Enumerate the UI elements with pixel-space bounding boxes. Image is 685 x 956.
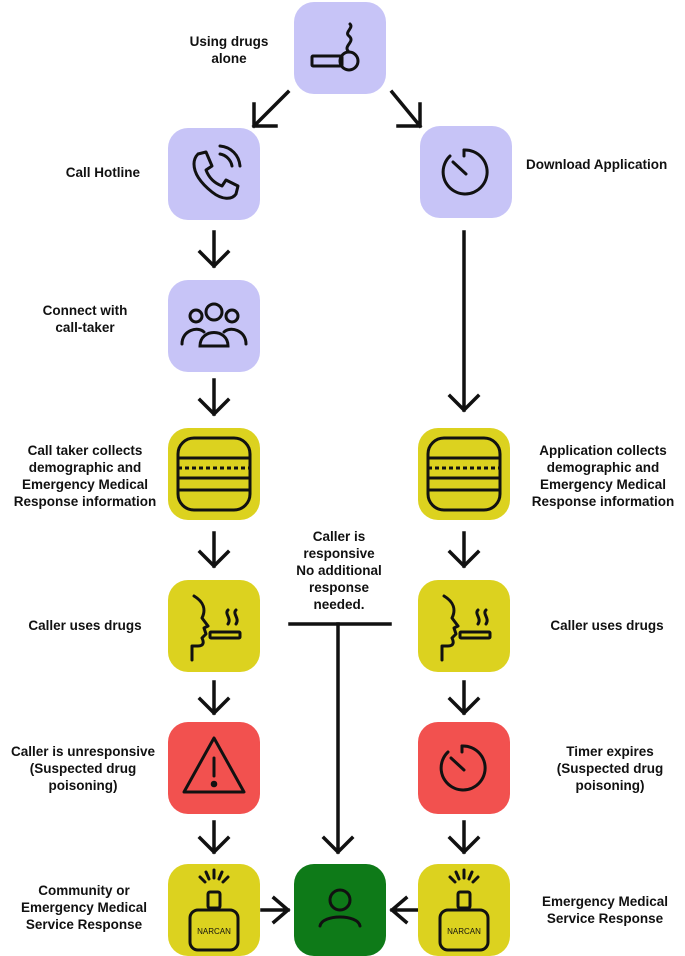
arrow-start-to-app — [389, 89, 423, 129]
label-download-app: Download Application — [526, 157, 668, 172]
label-collect-right: Application collects demographic and Eme… — [531, 443, 675, 509]
node-response-left: NARCAN — [168, 864, 260, 956]
label-timer-expires: Timer expires (Suspected drug poisoning) — [556, 744, 664, 793]
smoking-pipe-icon — [310, 22, 360, 72]
narcan-spray-icon — [188, 868, 240, 952]
label-response-left: Community or Emergency Medical Service R… — [20, 883, 148, 932]
form-icon — [426, 436, 502, 512]
arrow-calltaker-to-collect — [197, 378, 231, 417]
node-timer-expires — [418, 722, 510, 814]
arrow-left-response-to-outcome — [260, 895, 291, 925]
narcan-spray-icon — [438, 868, 490, 952]
arrow-collect-to-uses-left — [197, 531, 231, 569]
node-outcome — [294, 864, 386, 956]
arrow-right-response-to-outcome — [389, 895, 420, 925]
node-uses-left — [168, 580, 260, 672]
label-uses-right: Caller uses drugs — [550, 618, 664, 633]
node-download-app — [420, 126, 512, 218]
node-collect-left — [168, 428, 260, 520]
node-call-hotline — [168, 128, 260, 220]
label-responsive-note: Caller is responsive No additional respo… — [296, 529, 382, 612]
group-icon — [180, 302, 248, 348]
narcan-label: NARCAN — [447, 927, 481, 936]
label-start: Using drugs alone — [189, 34, 269, 66]
label-unresponsive: Caller is unresponsive (Suspected drug p… — [10, 744, 156, 793]
smoking-person-icon — [190, 594, 242, 662]
person-icon — [318, 888, 362, 928]
arrow-responsive-to-outcome — [321, 622, 355, 855]
timer-icon — [439, 744, 487, 792]
arrow-app-to-collect — [447, 230, 481, 413]
phone-icon — [192, 144, 242, 200]
label-connect-calltaker: Connect with call-taker — [42, 303, 128, 335]
node-collect-right — [418, 428, 510, 520]
label-response-right: Emergency Medical Service Response — [541, 894, 669, 926]
arrow-uses-to-timer — [447, 680, 481, 716]
arrow-hotline-to-calltaker — [197, 230, 231, 269]
timer-icon — [441, 148, 489, 196]
arrow-unresponsive-to-response — [197, 820, 231, 855]
form-icon — [176, 436, 252, 512]
node-response-right: NARCAN — [418, 864, 510, 956]
arrow-timer-to-response — [447, 820, 481, 855]
arrow-collect-to-uses-right — [447, 531, 481, 569]
node-uses-right — [418, 580, 510, 672]
node-connect-calltaker — [168, 280, 260, 372]
narcan-label: NARCAN — [197, 927, 231, 936]
arrow-uses-to-unresponsive — [197, 680, 231, 716]
node-unresponsive — [168, 722, 260, 814]
label-collect-left: Call taker collects demographic and Emer… — [13, 443, 157, 509]
label-uses-left: Caller uses drugs — [28, 618, 142, 633]
warning-icon — [182, 736, 246, 794]
arrow-start-to-hotline — [251, 89, 291, 129]
smoking-person-icon — [440, 594, 492, 662]
label-call-hotline: Call Hotline — [65, 165, 140, 180]
node-start — [294, 2, 386, 94]
